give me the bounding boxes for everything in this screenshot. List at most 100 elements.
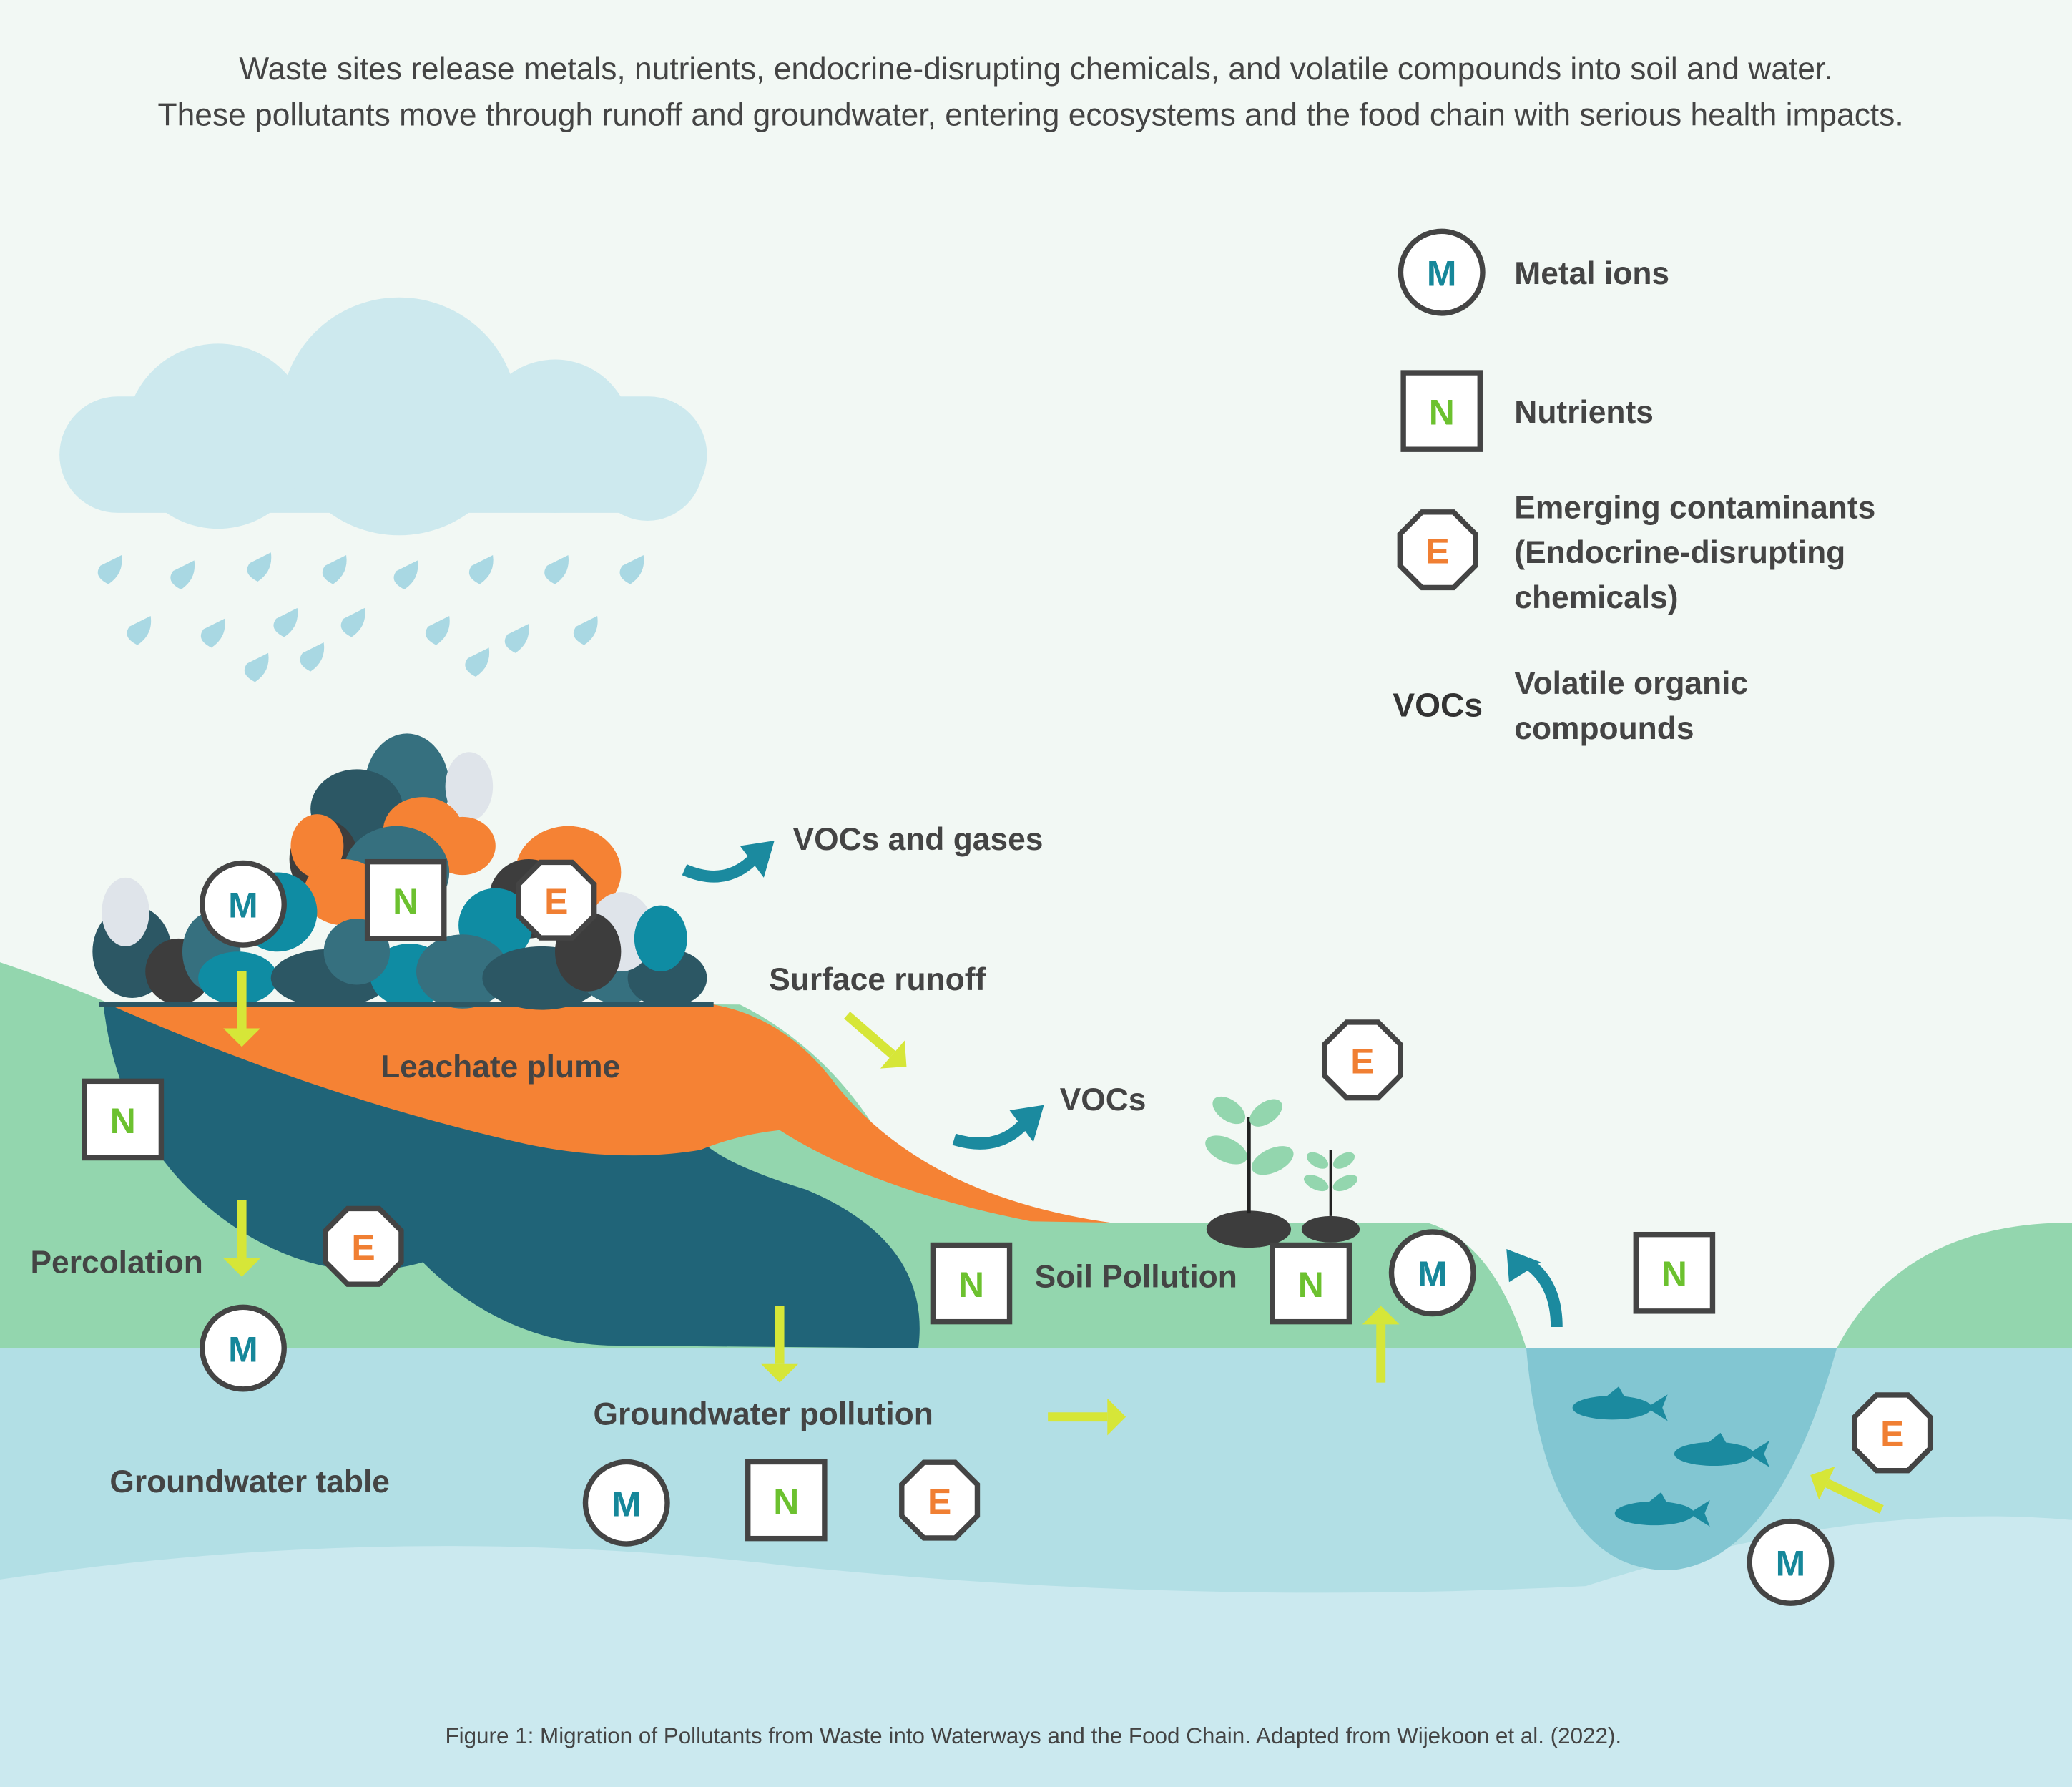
- emerging-marker: E: [1322, 1019, 1403, 1101]
- waste-item: [634, 905, 687, 972]
- legend: Metal ions Nutrients Emerging contaminan…: [1393, 256, 1875, 746]
- circle-icon: [1398, 228, 1486, 316]
- square-icon: [82, 1078, 165, 1161]
- plant-icon: [1205, 1096, 1360, 1248]
- square-icon: [930, 1242, 1013, 1325]
- nutrient-marker: N: [364, 858, 447, 941]
- emerging-marker: E: [899, 1459, 981, 1541]
- flow-arrow-icon: [1810, 1466, 1884, 1514]
- circle-icon: [199, 1304, 287, 1392]
- octagon-icon: [899, 1459, 981, 1541]
- fish-icon: [1614, 1492, 1710, 1527]
- leachate-plume: [103, 1002, 1110, 1223]
- label-surface-runoff: Surface runoff: [769, 962, 986, 997]
- label-groundwater-pollution: Groundwater pollution: [594, 1397, 933, 1432]
- nutrient-marker: N: [745, 1459, 828, 1542]
- emerging-marker: E: [1852, 1392, 1933, 1474]
- metal-symbol: M: [228, 886, 258, 926]
- square-icon: [364, 858, 447, 941]
- legend-metal-label: Metal ions: [1514, 256, 1669, 291]
- label-vocs-and-gases: VOCs and gases: [793, 822, 1044, 857]
- contaminated-soil: [103, 1002, 920, 1348]
- emerging-marker: E: [1397, 509, 1478, 591]
- vocs-curved-arrow-icon: [1506, 1249, 1563, 1328]
- nutrient-marker: N: [1633, 1231, 1716, 1314]
- circle-icon: [582, 1459, 670, 1547]
- legend-emerging-label-1: Emerging contaminants: [1514, 490, 1875, 525]
- metal-marker: M: [1388, 1229, 1476, 1317]
- nutrient-marker: N: [1270, 1242, 1352, 1325]
- square-icon: [1400, 370, 1483, 452]
- nutrient-marker: N: [1400, 370, 1483, 452]
- waste-item: [445, 752, 494, 821]
- flow-arrow-icon: [761, 1306, 798, 1383]
- lower-water: [0, 1516, 2072, 1787]
- metal-symbol: M: [228, 1329, 258, 1369]
- nutrient-symbol: N: [773, 1482, 799, 1522]
- fish-group: [1572, 1386, 1769, 1527]
- legend-vocs-symbol: VOCs: [1393, 686, 1483, 723]
- flow-arrow-icon: [1048, 1398, 1126, 1436]
- legend-vocs-label-1: Volatile organic: [1514, 666, 1748, 701]
- metal-marker: M: [199, 860, 287, 948]
- legend-vocs-label-2: compounds: [1514, 711, 1694, 746]
- legend-nutrient-label: Nutrients: [1514, 395, 1654, 430]
- emerging-symbol: E: [928, 1482, 951, 1522]
- octagon-icon: [1852, 1392, 1933, 1474]
- emerging-symbol: E: [1880, 1414, 1904, 1454]
- octagon-icon: [1397, 509, 1478, 591]
- metal-marker: M: [1398, 228, 1486, 316]
- nutrient-symbol: N: [393, 881, 418, 921]
- nutrient-marker: N: [930, 1242, 1013, 1325]
- flow-arrow-icon: [1362, 1306, 1400, 1383]
- nutrient-symbol: N: [958, 1265, 984, 1305]
- octagon-icon: [323, 1205, 404, 1287]
- pollutant-markers: M M M M M M N N N N N N N E E E E E E: [82, 228, 1933, 1606]
- emerging-marker: E: [516, 859, 597, 941]
- emerging-symbol: E: [1350, 1042, 1374, 1082]
- emerging-marker: E: [323, 1205, 404, 1287]
- emerging-symbol: E: [351, 1228, 375, 1268]
- square-icon: [1270, 1242, 1352, 1325]
- metal-symbol: M: [1776, 1544, 1806, 1584]
- nutrient-symbol: N: [1661, 1254, 1687, 1294]
- label-soil-pollution: Soil Pollution: [1035, 1260, 1237, 1295]
- fish-icon: [1674, 1432, 1769, 1467]
- raindrops: [97, 552, 644, 682]
- fish-icon: [1572, 1386, 1668, 1421]
- label-leachate-plume: Leachate plume: [380, 1049, 620, 1085]
- legend-emerging-label-3: chemicals): [1514, 580, 1678, 615]
- nutrient-symbol: N: [110, 1101, 136, 1141]
- nutrient-symbol: N: [1298, 1265, 1324, 1305]
- square-icon: [745, 1459, 828, 1542]
- vocs-curved-arrow-icon: [952, 1105, 1044, 1150]
- vocs-curved-arrow-icon: [682, 841, 775, 883]
- octagon-icon: [516, 859, 597, 941]
- label-percolation: Percolation: [30, 1245, 202, 1280]
- figure-caption: Figure 1: Migration of Pollutants from W…: [445, 1723, 1621, 1748]
- legend-emerging-label-2: (Endocrine-disrupting: [1514, 535, 1845, 570]
- emerging-symbol: E: [544, 881, 568, 921]
- metal-symbol: M: [612, 1484, 642, 1524]
- label-groundwater-table: Groundwater table: [109, 1464, 390, 1499]
- flow-arrow-icon: [844, 1012, 907, 1069]
- flow-arrows: [223, 841, 1884, 1514]
- metal-marker: M: [199, 1304, 287, 1392]
- circle-icon: [1747, 1518, 1835, 1606]
- emerging-symbol: E: [1426, 531, 1450, 571]
- octagon-icon: [1322, 1019, 1403, 1101]
- metal-marker: M: [582, 1459, 670, 1547]
- header-line-1: Waste sites release metals, nutrients, e…: [239, 52, 1832, 87]
- header-line-2: These pollutants move through runoff and…: [158, 98, 1904, 133]
- nutrient-marker: N: [82, 1078, 165, 1161]
- circle-icon: [199, 860, 287, 948]
- square-icon: [1633, 1231, 1716, 1314]
- waste-item: [303, 858, 383, 926]
- label-vocs: VOCs: [1060, 1082, 1147, 1117]
- cloud-icon: [59, 297, 707, 536]
- metal-symbol: M: [1427, 253, 1457, 293]
- waste-item: [102, 877, 149, 946]
- metal-symbol: M: [1418, 1254, 1448, 1294]
- flow-arrow-icon: [223, 971, 260, 1047]
